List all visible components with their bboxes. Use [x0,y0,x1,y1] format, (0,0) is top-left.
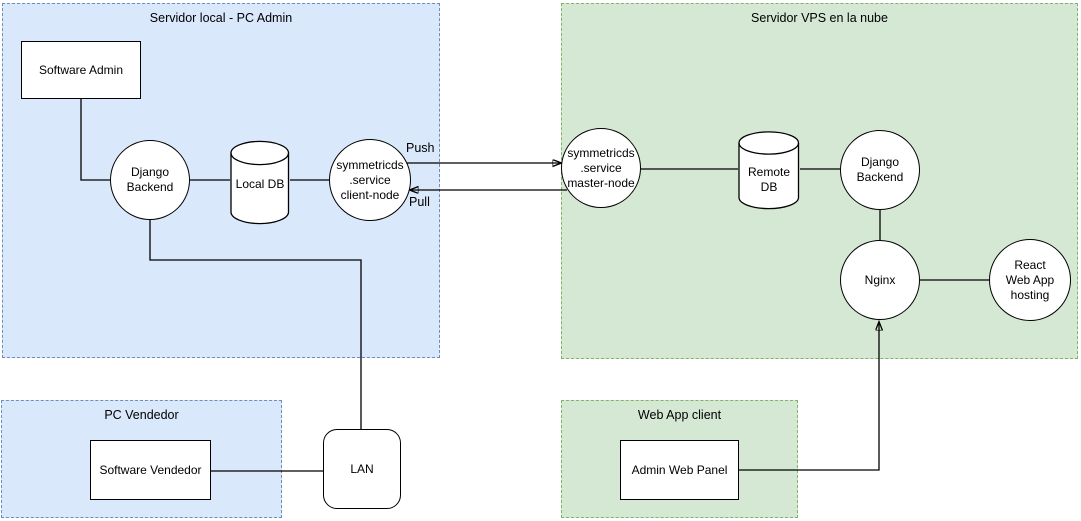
node-lan[interactable]: LAN [323,429,401,509]
pull-edge-label: Pull [409,195,430,209]
node-local-db[interactable]: Local DB [230,140,290,225]
push-edge-label: Push [406,141,435,155]
node-software-admin[interactable]: Software Admin [21,41,141,99]
node-nginx[interactable]: Nginx [840,240,920,320]
node-nginx-label: Nginx [864,272,896,287]
edge-admin-web-panel-to-nginx[interactable] [739,322,879,471]
edge-software-admin-to-django[interactable] [80,99,110,181]
node-django-backend-vps-label: Django Backend [856,155,904,184]
node-remote-db[interactable]: Remote DB [738,131,800,210]
node-lan-label: LAN [350,461,374,476]
group-servidor-vps[interactable]: Servidor VPS en la nube [561,3,1078,359]
node-react-web-app-hosting[interactable]: React Web App hosting [989,239,1071,321]
node-software-admin-label: Software Admin [38,62,124,77]
node-react-web-app-hosting-label: React Web App hosting [1005,257,1055,302]
node-local-db-label: Local DB [235,177,285,191]
node-symmetricds-master[interactable]: symmetricds .service master-node [561,128,641,208]
group-servidor-local-title: Servidor local - PC Admin [149,11,293,25]
group-servidor-vps-title: Servidor VPS en la nube [751,11,888,25]
group-pc-vendedor-title: PC Vendedor [104,408,179,422]
node-admin-web-panel-label: Admin Web Panel [631,462,728,477]
node-symmetricds-client-label: symmetricds .service client-node [336,157,404,202]
edge-django-to-lan[interactable] [149,220,362,429]
cylinder-shape [738,131,800,210]
node-django-backend-local-label: Django Backend [126,165,174,194]
node-symmetricds-master-label: symmetricds .service master-node [567,145,635,190]
node-software-vendedor-label: Software Vendedor [99,462,202,477]
group-web-app-client-title: Web App client [637,408,722,422]
node-remote-db-label: Remote DB [747,165,791,194]
node-django-backend-vps[interactable]: Django Backend [840,130,920,210]
node-symmetricds-client[interactable]: symmetricds .service client-node [329,139,411,221]
node-django-backend-local[interactable]: Django Backend [110,140,190,220]
node-software-vendedor[interactable]: Software Vendedor [90,440,211,500]
cylinder-shape [230,140,290,225]
node-admin-web-panel[interactable]: Admin Web Panel [620,440,739,500]
